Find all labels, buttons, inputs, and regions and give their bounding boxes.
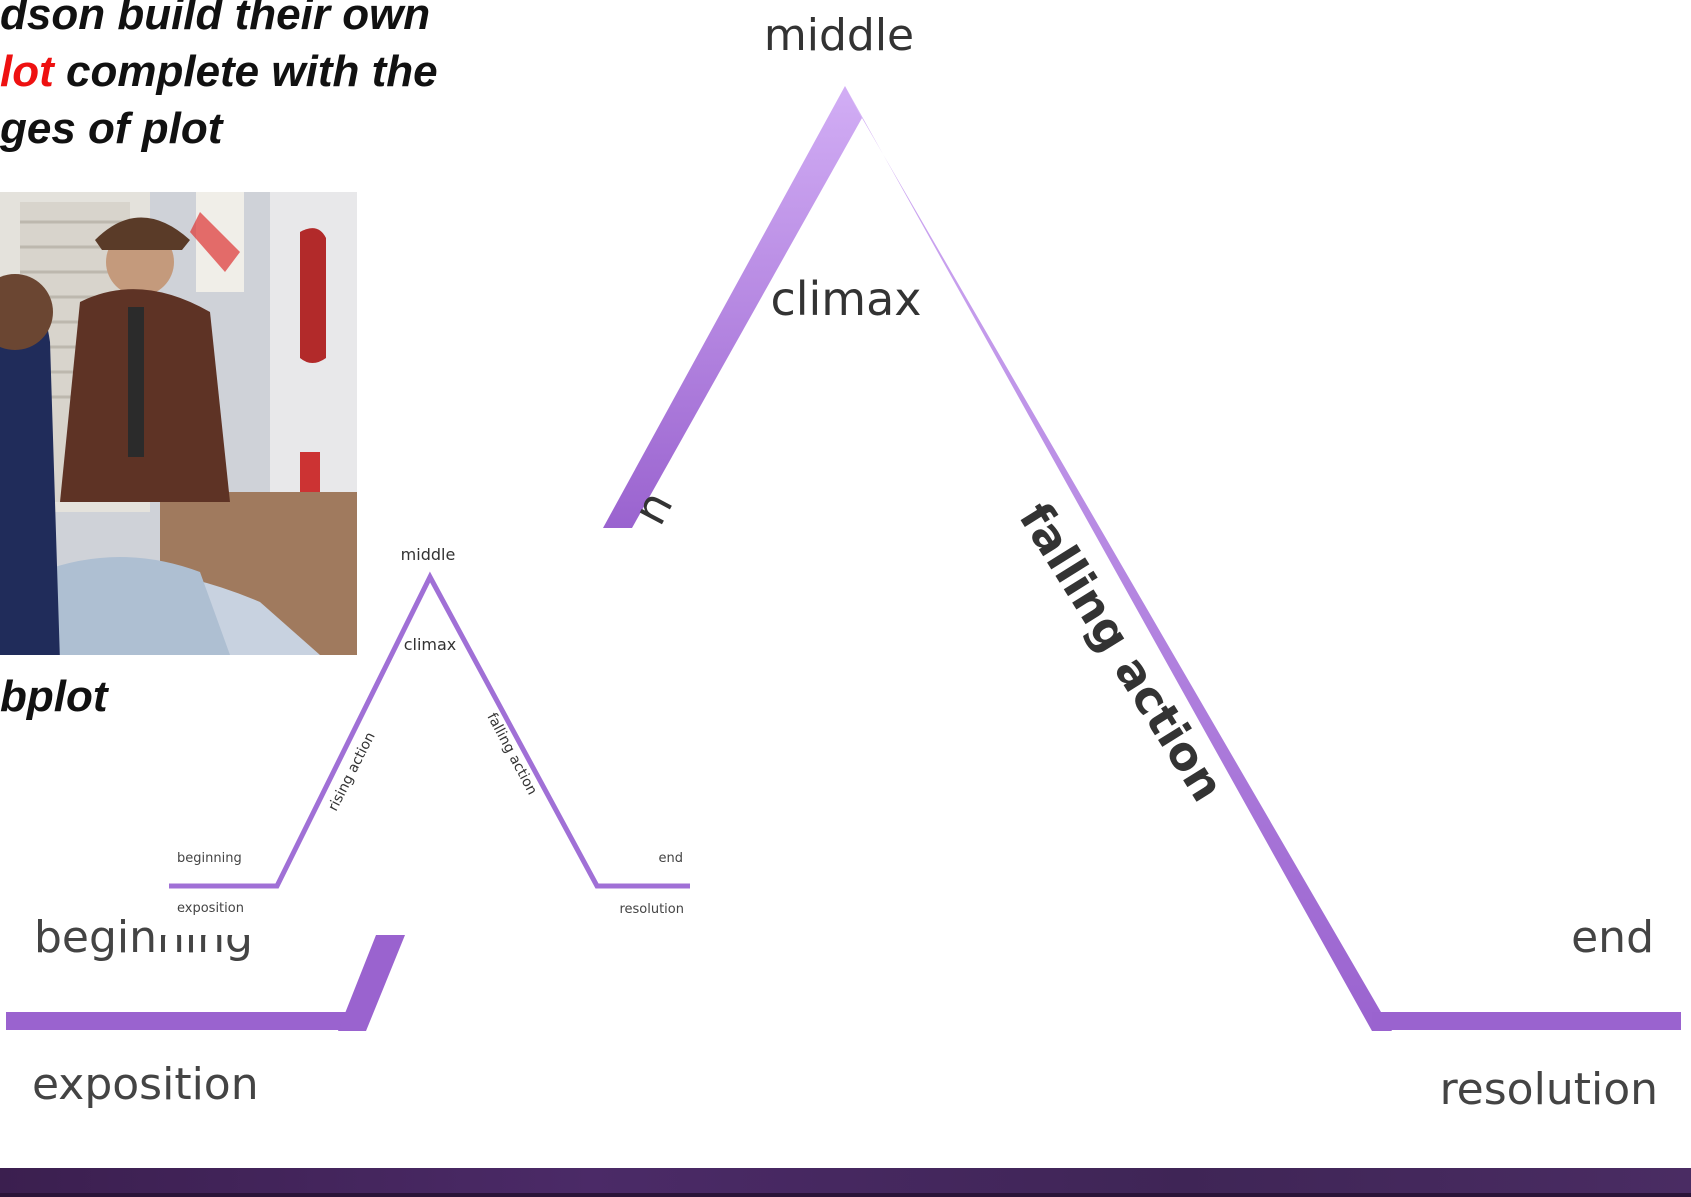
- small-end-label: end: [659, 851, 684, 866]
- heading-line-2: lot complete with the: [0, 43, 438, 100]
- heading-line-3: ges of plot: [0, 104, 223, 153]
- slide-heading: dson build their own lot complete with t…: [0, 0, 438, 157]
- rising-line-lower: [338, 935, 405, 1031]
- small-middle-label: middle: [401, 545, 456, 564]
- big-exposition-label: exposition: [32, 1059, 259, 1110]
- heading-line-2-rest: complete with the: [53, 47, 438, 96]
- heading-red-word: lot: [0, 47, 54, 96]
- rising-line-upper: [603, 86, 862, 528]
- movie-still-photo: [0, 192, 357, 655]
- small-exposition-label: exposition: [177, 901, 244, 916]
- footer-bar-edge: [0, 1193, 1691, 1197]
- footer-bar: [0, 1168, 1691, 1197]
- small-resolution-label: resolution: [619, 902, 684, 917]
- small-plot-line: [169, 571, 690, 889]
- big-middle-label: middle: [764, 10, 914, 61]
- subplot-label: bplot: [0, 672, 108, 721]
- big-climax-label: climax: [770, 272, 921, 326]
- big-resolution-label: resolution: [1440, 1064, 1658, 1115]
- heading-line-1: dson build their own: [0, 0, 431, 39]
- small-beginning-label: beginning: [177, 851, 242, 866]
- small-climax-label: climax: [404, 635, 457, 654]
- big-end-label: end: [1571, 912, 1654, 963]
